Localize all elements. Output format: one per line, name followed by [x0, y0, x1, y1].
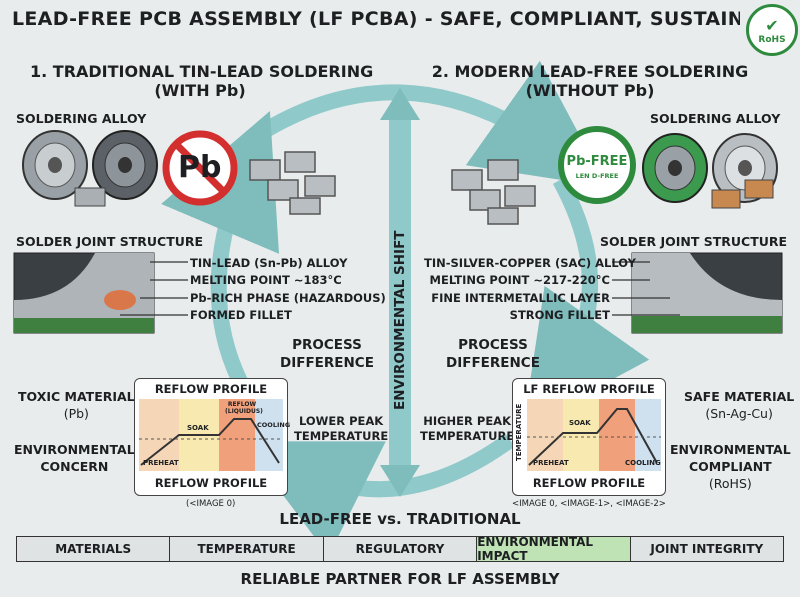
solder-ingots-right: [451, 159, 536, 225]
higher-peak-line2: TEMPERATURE: [420, 429, 515, 443]
shift-arrow-top: [380, 88, 420, 120]
env-compliant-line3: (RoHS): [708, 476, 752, 491]
caption-right: <IMAGE 0, <IMAGE-1>, <IMAGE-2>: [512, 499, 666, 509]
right-process-line1: PROCESS: [458, 337, 528, 353]
cycle-arrow-right: [523, 176, 650, 428]
reflow-profile-title-right: LF REFLOW PROFILE: [523, 382, 655, 396]
pb-free-badge: [558, 126, 636, 204]
footer-tagline: RELIABLE PARTNER FOR LF ASSEMBLY: [240, 570, 560, 588]
env-compliant-line2: COMPLIANT: [689, 459, 772, 474]
left-heading-line1: 1. TRADITIONAL TIN-LEAD SOLDERING: [30, 62, 374, 81]
env-concern: ENVIRONMENTAL CONCERN: [14, 441, 135, 475]
solder-spool-right-1: [642, 133, 708, 203]
reflow-chart-right: [527, 399, 661, 471]
shift-arrow-bottom: [380, 465, 420, 497]
toxic-line2: (Pb): [63, 406, 89, 421]
solder-bar-right-2: [744, 179, 774, 199]
safe-line2: (Sn-Ag-Cu): [705, 406, 773, 421]
left-note-1: TIN-LEAD (Sn-Pb) ALLOY: [190, 256, 348, 270]
right-note-1: TIN-SILVER-COPPER (SAC) ALLOY: [424, 256, 636, 270]
toxic-line1: TOXIC MATERIAL: [18, 389, 135, 404]
lower-peak-line1: LOWER PEAK: [298, 414, 384, 428]
left-alloy-label: SOLDERING ALLOY: [16, 111, 147, 126]
right-note-4: STRONG FILLET: [509, 308, 610, 322]
left-note-4: FORMED FILLET: [190, 308, 292, 322]
zone-soak-left: SOAK: [187, 424, 209, 432]
left-joint-label: SOLDER JOINT STRUCTURE: [16, 234, 204, 249]
comparison-item-environmental-impact: ENVIRONMENTAL IMPACT: [477, 535, 631, 563]
comparison-item-temperature: TEMPERATURE: [170, 537, 324, 561]
reflow-profile-title-left: REFLOW PROFILE: [154, 382, 268, 396]
right-process-diff: PROCESS DIFFERENCE: [446, 336, 540, 372]
safe-material: SAFE MATERIAL (Sn-Ag-Cu): [684, 388, 794, 422]
reflow-footer-left: REFLOW PROFILE: [154, 476, 268, 490]
toxic-material: TOXIC MATERIAL (Pb): [18, 388, 135, 422]
reflow-chart-left: [139, 399, 283, 471]
left-process-line2: DIFFERENCE: [280, 355, 374, 371]
comparison-item-materials: MATERIALS: [17, 537, 171, 561]
comparison-bar: MATERIALS TEMPERATURE REGULATORY ENVIRON…: [16, 535, 784, 563]
lower-peak-line2: TEMPERATURE: [294, 429, 389, 443]
higher-peak: HIGHER PEAK TEMPERATURE: [420, 414, 514, 444]
right-note-3: FINE INTERMETALLIC LAYER: [431, 291, 610, 305]
joint-section-right: [631, 252, 783, 334]
left-heading: 1. TRADITIONAL TIN-LEAD SOLDERING (WITH …: [30, 62, 374, 100]
solder-ingots-left: [249, 151, 336, 215]
safe-line1: SAFE MATERIAL: [684, 389, 795, 404]
lower-peak: LOWER PEAK TEMPERATURE: [294, 414, 388, 444]
left-process-line1: PROCESS: [292, 337, 362, 353]
joint-section-left: [13, 252, 155, 334]
pb-free-text: Pb-FREE: [566, 154, 628, 169]
comparison-title: LEAD-FREE vs. TRADITIONAL: [279, 510, 521, 528]
right-note-2: MELTING POINT ~217-220°C: [429, 273, 610, 287]
left-note-3: Pb-RICH PHASE (HAZARDOUS): [190, 291, 386, 305]
cycle-arrow-left: [161, 111, 280, 405]
reflow-footer-right: REFLOW PROFILE: [532, 476, 646, 490]
right-joint-label: SOLDER JOINT STRUCTURE: [600, 234, 788, 249]
zone-preheat-right: PREHEAT: [533, 459, 569, 467]
right-process-line2: DIFFERENCE: [446, 355, 540, 371]
lead-free-text: LEN D-FREE: [575, 172, 619, 180]
check-icon: ✔: [765, 15, 779, 35]
higher-peak-line1: HIGHER PEAK: [423, 414, 511, 428]
env-compliant: ENVIRONMENTAL COMPLIANT (RoHS): [670, 441, 791, 492]
zone-preheat-left: PREHEAT: [143, 459, 179, 467]
solder-bar-left: [74, 187, 106, 207]
env-compliant-line1: ENVIRONMENTAL: [670, 442, 791, 457]
left-heading-line2: (WITH Pb): [154, 81, 246, 100]
pb-symbol: Pb: [178, 150, 222, 185]
zone-cooling-right: COOLING: [625, 459, 661, 467]
solder-spool-left-1: [22, 130, 88, 200]
y-axis-label-right: TEMPERATURE: [515, 403, 523, 461]
env-concern-line1: ENVIRONMENTAL: [14, 442, 135, 457]
reflow-profile-card-left: REFLOW PROFILE PREHEAT SOAK REFLOW (LIQU…: [134, 378, 291, 496]
left-process-diff: PROCESS DIFFERENCE: [280, 336, 374, 372]
right-heading-line2: (WITHOUT Pb): [525, 81, 655, 100]
caption-left: (<IMAGE 0): [186, 499, 236, 509]
rohs-badge-label: RoHS: [758, 34, 786, 45]
env-concern-line2: CONCERN: [40, 459, 109, 474]
right-heading-line1: 2. MODERN LEAD-FREE SOLDERING: [431, 62, 749, 81]
environmental-shift-label: ENVIRONMENTAL SHIFT: [392, 230, 408, 410]
zone-soak-right: SOAK: [569, 419, 591, 427]
solder-spool-left-2: [92, 130, 158, 200]
comparison-item-regulatory: REGULATORY: [324, 537, 478, 561]
solder-bar-right: [711, 189, 741, 209]
reflow-profile-card-right: LF REFLOW PROFILE TEMPERATURE PREHEAT SO…: [512, 378, 666, 496]
rohs-badge: ✔ RoHS: [746, 4, 798, 56]
page-title: LEAD-FREE PCB ASSEMBLY (LF PCBA) - SAFE,…: [12, 8, 740, 30]
comparison-item-joint-integrity: JOINT INTEGRITY: [650, 542, 764, 556]
right-heading: 2. MODERN LEAD-FREE SOLDERING (WITHOUT P…: [420, 62, 760, 100]
pb-ban-icon: [162, 130, 238, 206]
left-note-2: MELTING POINT ~183°C: [190, 273, 342, 287]
zone-reflow-left: REFLOW (LIQUIDUS): [225, 401, 263, 415]
right-alloy-label: SOLDERING ALLOY: [650, 111, 781, 126]
zone-cooling-left: COOLING: [257, 421, 291, 429]
